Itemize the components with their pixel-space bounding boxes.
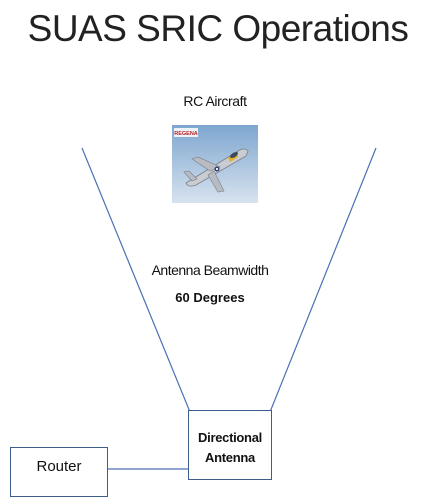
- aircraft-image: REGENA: [172, 125, 258, 203]
- antenna-label-line2: Antenna: [205, 450, 255, 465]
- directional-antenna-box: Directional Antenna: [188, 410, 272, 480]
- beam-edge-left: [81, 147, 191, 413]
- beamwidth-label: Antenna Beamwidth: [151, 262, 269, 278]
- beam-edge-right: [269, 147, 377, 413]
- aircraft-label: RC Aircraft: [183, 93, 247, 109]
- beamwidth-value: 60 Degrees: [175, 290, 245, 305]
- antenna-label: Directional Antenna: [189, 428, 271, 468]
- image-logo-text: REGENA: [174, 131, 198, 137]
- antenna-label-line1: Directional: [198, 430, 262, 445]
- image-logo: [174, 128, 198, 137]
- page-title: SUAS SRIC Operations: [27, 8, 409, 49]
- router-box: Router: [10, 447, 108, 497]
- router-label: Router: [36, 458, 82, 475]
